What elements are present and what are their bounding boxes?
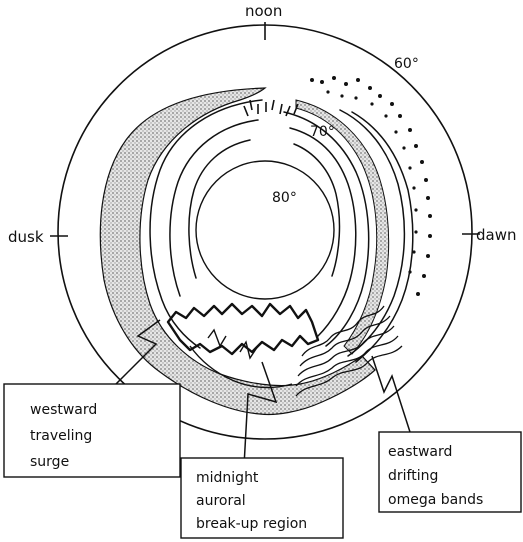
midnight-callout-line2: auroral	[196, 493, 246, 509]
eastward-callout-line2: drifting	[388, 468, 438, 484]
eastward-callout-line1: eastward	[388, 444, 452, 460]
dusk-label: dusk	[8, 228, 44, 246]
lat-60-label: 60°	[394, 56, 419, 72]
dawn-label: dawn	[476, 226, 517, 244]
noon-label: noon	[245, 2, 282, 20]
inner-latitude-circle	[196, 161, 334, 299]
midnight-callout-line3: break-up region	[196, 516, 307, 532]
auroral-arcs	[150, 100, 413, 362]
eastward-callout-line3: omega bands	[388, 492, 483, 508]
midnight-callout-line1: midnight	[196, 470, 259, 486]
westward-callout-line3: surge	[30, 454, 69, 470]
lat-80-label: 80°	[272, 190, 297, 206]
lat-70-label: 70°	[310, 124, 335, 140]
westward-callout-line1: westward	[30, 402, 97, 418]
westward-callout-line2: traveling	[30, 428, 92, 444]
